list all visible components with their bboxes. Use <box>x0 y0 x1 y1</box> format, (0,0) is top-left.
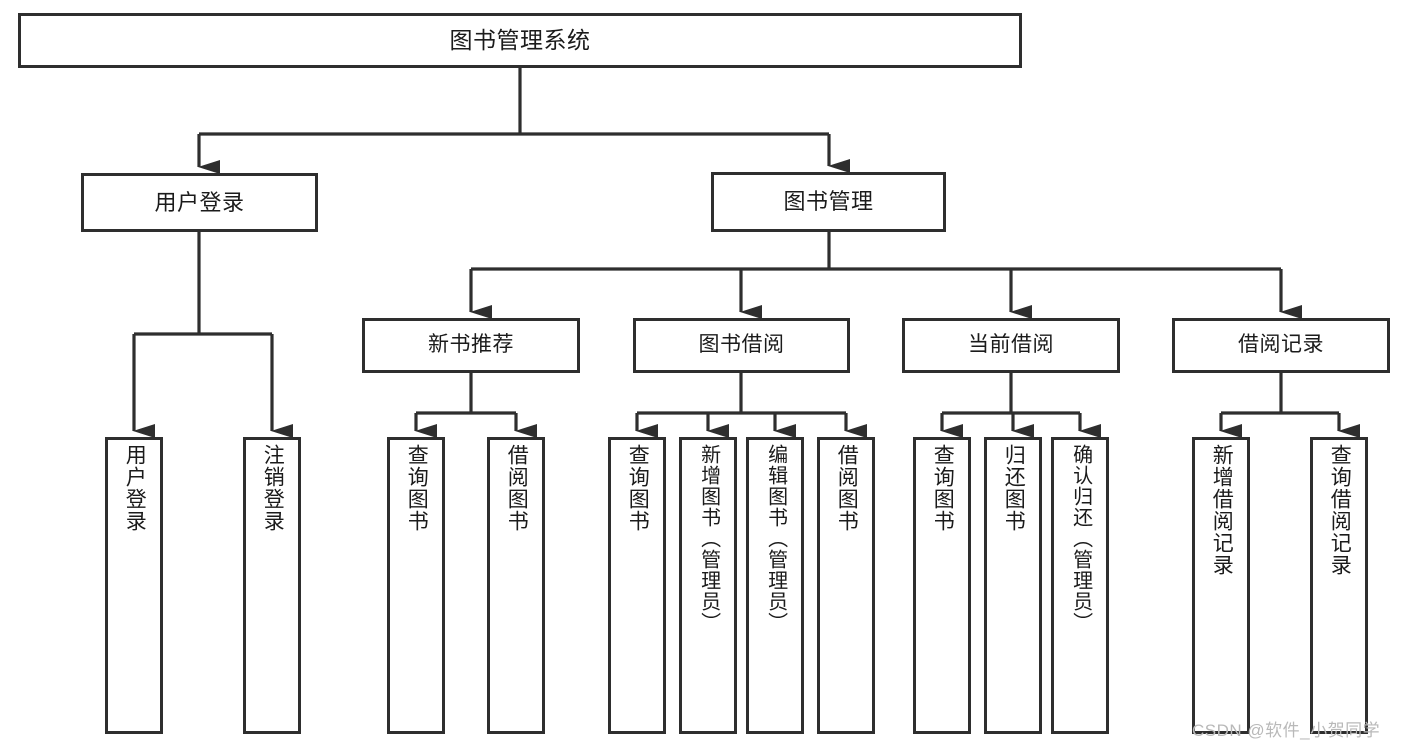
leaf-query-book-borrow[interactable]: 查询图书 <box>608 437 666 734</box>
node-borrow-record[interactable]: 借阅记录 <box>1172 318 1390 373</box>
node-root[interactable]: 图书管理系统 <box>18 13 1022 68</box>
leaf-query-book-current-label: 查询图书 <box>931 444 955 532</box>
leaf-query-book-recommend-label: 查询图书 <box>405 444 429 532</box>
node-borrow-record-label: 借阅记录 <box>1238 333 1324 357</box>
leaf-query-borrow-record[interactable]: 查询借阅记录 <box>1310 437 1368 734</box>
leaf-return-book-label: 归还图书 <box>1002 444 1026 532</box>
leaf-borrow-book-label: 借阅图书 <box>835 444 859 532</box>
leaf-add-book-admin-label: 新增图书（管理员） <box>697 444 720 633</box>
node-current-borrow-label: 当前借阅 <box>968 333 1054 357</box>
leaf-add-borrow-record[interactable]: 新增借阅记录 <box>1192 437 1250 734</box>
leaf-user-login[interactable]: 用户登录 <box>105 437 163 734</box>
leaf-query-borrow-record-label: 查询借阅记录 <box>1328 444 1352 576</box>
leaf-logout[interactable]: 注销登录 <box>243 437 301 734</box>
leaf-confirm-return-admin[interactable]: 确认归还（管理员） <box>1051 437 1109 734</box>
leaf-add-book-admin[interactable]: 新增图书（管理员） <box>679 437 737 734</box>
node-current-borrow[interactable]: 当前借阅 <box>902 318 1120 373</box>
leaf-logout-label: 注销登录 <box>261 444 285 532</box>
node-book-management[interactable]: 图书管理 <box>711 172 946 232</box>
node-new-book-recommend-label: 新书推荐 <box>428 333 514 357</box>
node-book-borrow[interactable]: 图书借阅 <box>633 318 850 373</box>
leaf-borrow-book[interactable]: 借阅图书 <box>817 437 875 734</box>
leaf-edit-book-admin-label: 编辑图书（管理员） <box>764 444 787 633</box>
node-user-login-label: 用户登录 <box>154 189 245 215</box>
node-book-management-label: 图书管理 <box>783 189 874 215</box>
leaf-confirm-return-admin-label: 确认归还（管理员） <box>1069 444 1092 633</box>
leaf-add-borrow-record-label: 新增借阅记录 <box>1210 444 1234 576</box>
node-root-label: 图书管理系统 <box>449 26 591 53</box>
node-book-borrow-label: 图书借阅 <box>698 333 785 357</box>
leaf-user-login-label: 用户登录 <box>123 444 147 532</box>
node-user-login[interactable]: 用户登录 <box>81 173 318 232</box>
node-new-book-recommend[interactable]: 新书推荐 <box>362 318 580 373</box>
leaf-borrow-book-recommend-label: 借阅图书 <box>505 444 529 532</box>
leaf-query-book-current[interactable]: 查询图书 <box>913 437 971 734</box>
csdn-watermark: CSDN @软件_小贺同学 <box>1192 721 1381 740</box>
leaf-query-book-recommend[interactable]: 查询图书 <box>387 437 445 734</box>
leaf-borrow-book-recommend[interactable]: 借阅图书 <box>487 437 545 734</box>
leaf-query-book-borrow-label: 查询图书 <box>626 444 650 532</box>
leaf-return-book[interactable]: 归还图书 <box>984 437 1042 734</box>
leaf-edit-book-admin[interactable]: 编辑图书（管理员） <box>746 437 804 734</box>
